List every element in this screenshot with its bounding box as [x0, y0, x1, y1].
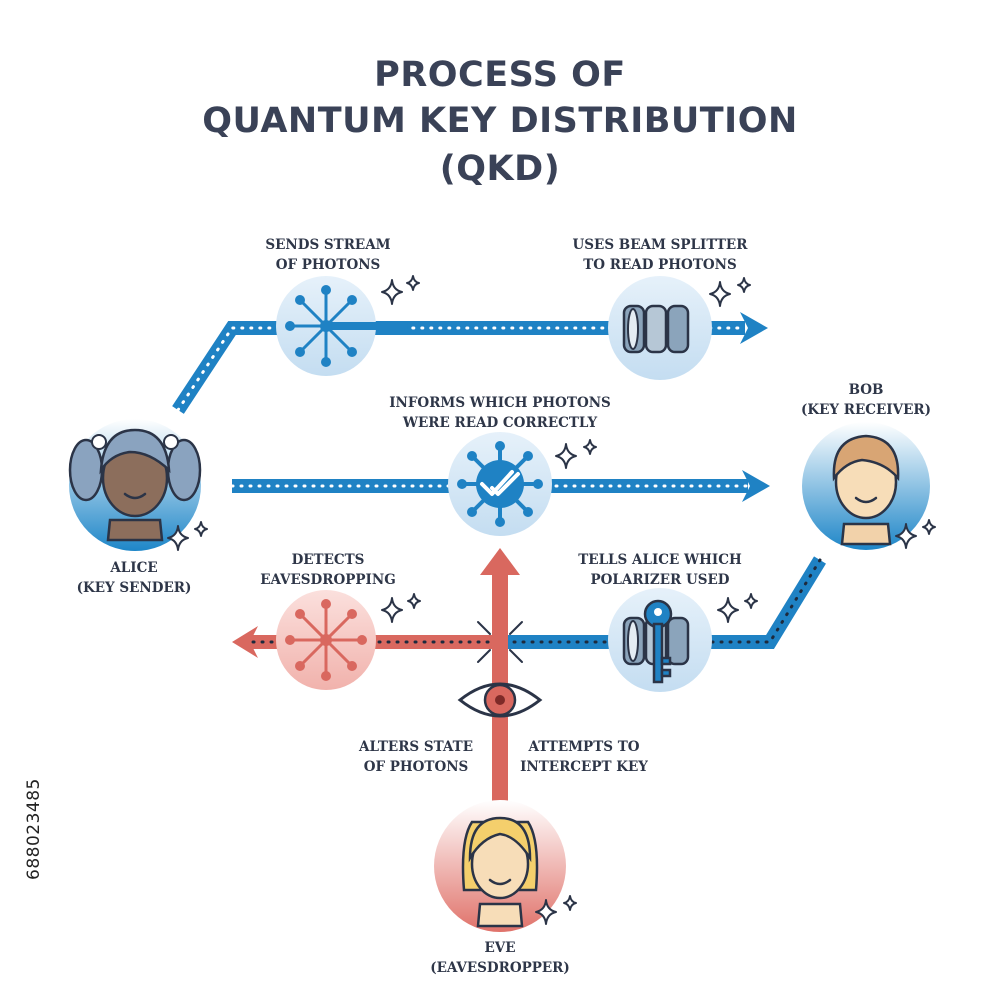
beam-splitter-icon: [608, 276, 712, 380]
bob-avatar: [802, 422, 930, 550]
label-alice: ALICE(KEY SENDER): [76, 560, 192, 596]
label-bob: BOB(KEY RECEIVER): [801, 382, 931, 418]
stock-id: 688023485: [24, 778, 44, 880]
interception-sparkle: [477, 621, 523, 663]
label-eve: EVE(EAVESDROPPER): [430, 940, 570, 976]
title-line-1: PROCESS OF: [374, 55, 626, 95]
middle-path-arrowhead: [742, 470, 770, 502]
alice-avatar: [68, 419, 202, 551]
eve-intercept-arrow: [477, 548, 523, 812]
photon-burst-icon: [276, 590, 376, 690]
checkmark-badge-icon: [448, 432, 552, 536]
key-polarizer-icon: [608, 588, 712, 692]
top-photon-path: [172, 312, 768, 414]
photon-burst-icon: [276, 276, 408, 376]
sparkles: [167, 275, 936, 925]
title-line-3: (QKD): [439, 149, 561, 189]
title-line-2: QUANTUM KEY DISTRIBUTION: [202, 101, 798, 141]
eve-avatar: [434, 800, 566, 932]
bottom-path-arrowhead: [232, 626, 258, 658]
top-path-arrowhead: [740, 312, 768, 344]
eye-icon: [457, 682, 543, 718]
